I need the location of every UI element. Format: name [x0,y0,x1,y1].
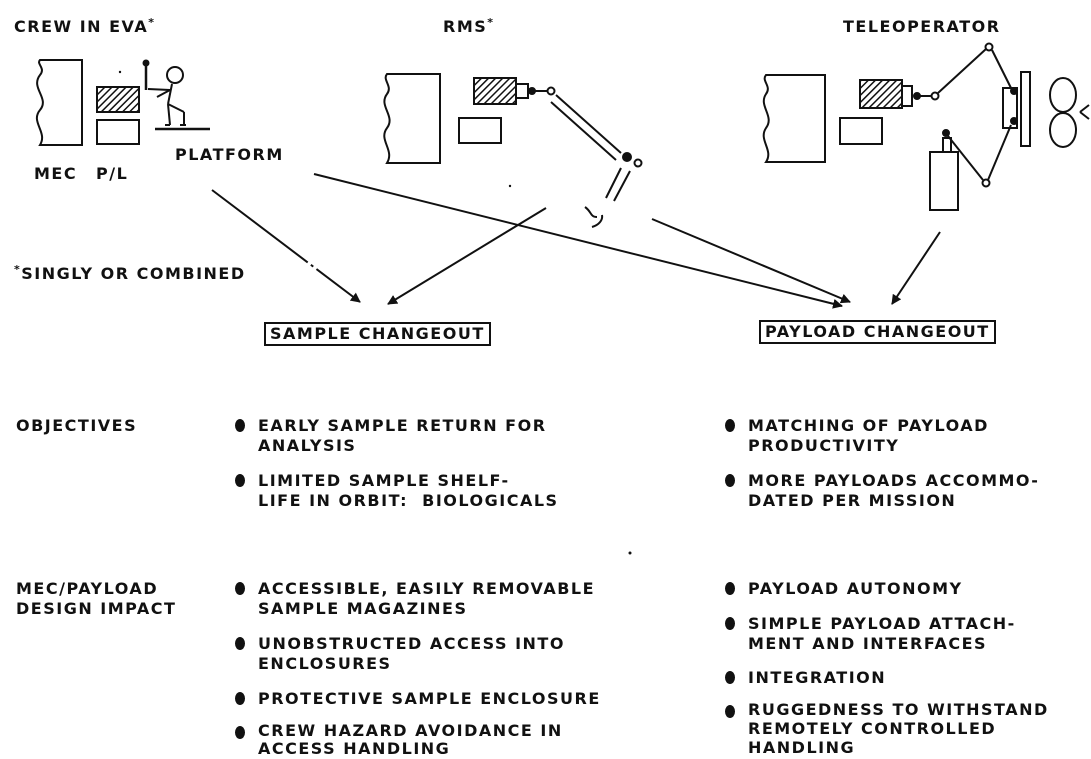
payload-objective-2-line2: DATED PER MISSION [748,491,957,510]
pl-label: P/L [96,164,129,183]
sample-impact-1-line2: SAMPLE MAGAZINES [258,599,468,618]
bullet [235,692,245,705]
bullet [235,726,245,739]
sample-impact-3-line1: PROTECTIVE SAMPLE ENCLOSURE [258,689,601,708]
sample-objective-1-line2: ANALYSIS [258,436,357,455]
crew-eva-illustration [35,59,210,146]
payload-objective-2-line1: MORE PAYLOADS ACCOMMO- [748,471,1040,490]
platform-label: PLATFORM [175,145,284,164]
payload-impact-2-line2: MENT AND INTERFACES [748,634,988,653]
mec-module-teleop [762,74,826,163]
payload-impact-1-line1: PAYLOAD AUTONOMY [748,579,963,598]
payload-hatched-rms [473,77,517,105]
bullet [725,419,735,432]
payload-impact-2-line1: SIMPLE PAYLOAD ATTACH- [748,614,1016,633]
sample-impact-2-line1: UNOBSTRUCTED ACCESS INTO [258,634,565,653]
payload-changeout-label: PAYLOAD CHANGEOUT [765,322,990,341]
payload-impact-4-line1: RUGGEDNESS TO WITHSTAND [748,700,1049,719]
payload-empty-crew [96,119,140,145]
sample-changeout-box: SAMPLE CHANGEOUT [264,322,491,346]
crew-eva-label: CREW IN EVA* [14,16,156,36]
flow-arrows [211,173,941,309]
arrow-eva-to-sample [211,189,361,303]
bullet [235,637,245,650]
payload-objective-1-line2: PRODUCTIVITY [748,436,900,455]
mec-module-rms [383,73,441,164]
impact-label-line2: DESIGN IMPACT [16,599,177,618]
sample-impact-2-line2: ENCLOSURES [258,654,392,673]
target-payload [1002,71,1090,148]
sample-impact-4-line1: CREW HAZARD AVOIDANCE IN [258,721,563,740]
payload-hatched-teleop [859,79,903,109]
bullet [725,705,735,718]
sample-changeout-label: SAMPLE CHANGEOUT [270,324,485,343]
payload-objective-1-line1: MATCHING OF PAYLOAD [748,416,989,435]
arrow-eva-to-payload [313,173,843,309]
impact-label-line1: MEC/PAYLOAD [16,579,159,598]
rms-label: RMS* [443,16,495,36]
teleoperator-illustration [762,42,1090,211]
sample-impact-1-line1: ACCESSIBLE, EASILY REMOVABLE [258,579,596,598]
footnote: *SINGLY OR COMBINED [14,263,246,283]
sample-objective-1-line1: EARLY SAMPLE RETURN FOR [258,416,547,435]
payload-impact-4-line3: HANDLING [748,738,856,757]
mec-module-crew [35,59,83,146]
teleoperator-label: TELEOPERATOR [843,17,1001,36]
sample-objective-2-line1: LIMITED SAMPLE SHELF- [258,471,510,490]
bullet [725,582,735,595]
astronaut-figure [147,66,186,126]
sample-impact-4-line2: ACCESS HANDLING [258,739,451,758]
bullet [235,419,245,432]
sample-objective-2-line2: LIFE IN ORBIT: BIOLOGICALS [258,491,559,510]
bullet [725,617,735,630]
payload-empty-teleop [839,117,883,145]
payload-empty-rms [458,117,502,144]
payload-hatched-crew [96,86,140,113]
arrow-teleop-to-payload [891,231,941,305]
mec-label: MEC [34,164,78,183]
bullet [725,474,735,487]
payload-impact-3-line1: INTEGRATION [748,668,887,687]
rms-illustration [383,73,643,228]
objectives-label: OBJECTIVES [16,416,138,435]
bullet [725,671,735,684]
arrow-rms-to-sample [387,207,547,305]
teleop-arms [929,42,1018,211]
payload-changeout-box: PAYLOAD CHANGEOUT [759,320,996,344]
arrow-rms-to-payload [651,218,851,304]
rms-arm [550,94,643,228]
bullet [235,474,245,487]
bullet [235,582,245,595]
payload-impact-4-line2: REMOTELY CONTROLLED [748,719,997,738]
